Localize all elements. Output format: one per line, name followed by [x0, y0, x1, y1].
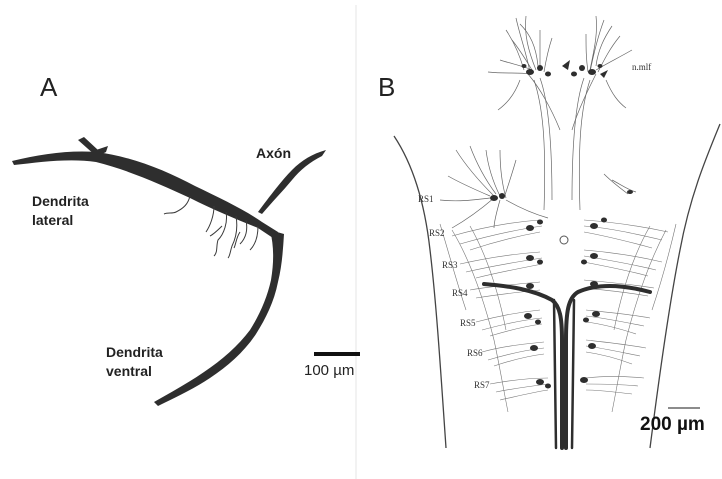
ventral-dendrite-label-line1: Dendrita	[106, 343, 163, 362]
rs1-label: RS1	[418, 194, 434, 204]
rs2-label: RS2	[429, 228, 445, 238]
panel-b-letter: B	[378, 72, 395, 103]
rs1-arbors	[440, 146, 636, 228]
scale-label-a: 100 µm	[304, 362, 354, 379]
large-axons	[484, 284, 650, 448]
neuron-a	[12, 137, 326, 406]
rs1-somata	[490, 190, 633, 201]
ventral-dendrite	[154, 230, 284, 406]
brainstem-outline	[394, 124, 720, 448]
rs4-label: RS4	[452, 288, 468, 298]
midline-marker	[560, 236, 568, 244]
lateral-dendrite-label-line1: Dendrita	[32, 192, 89, 211]
rs3-label: RS3	[442, 260, 458, 270]
lateral-dendrite-label-line2: lateral	[32, 211, 73, 230]
panel-a-letter: A	[40, 72, 57, 103]
ventral-dendrite-label-line2: ventral	[106, 362, 152, 381]
scale-bar-a	[314, 352, 360, 356]
rs6-label: RS6	[467, 348, 483, 358]
rs5-label: RS5	[460, 318, 476, 328]
axon-label: Axón	[256, 144, 291, 163]
scale-label-b: 200 µm	[640, 414, 705, 436]
nucleus-label: n.mlf	[632, 62, 651, 72]
rs7-label: RS7	[474, 380, 490, 390]
